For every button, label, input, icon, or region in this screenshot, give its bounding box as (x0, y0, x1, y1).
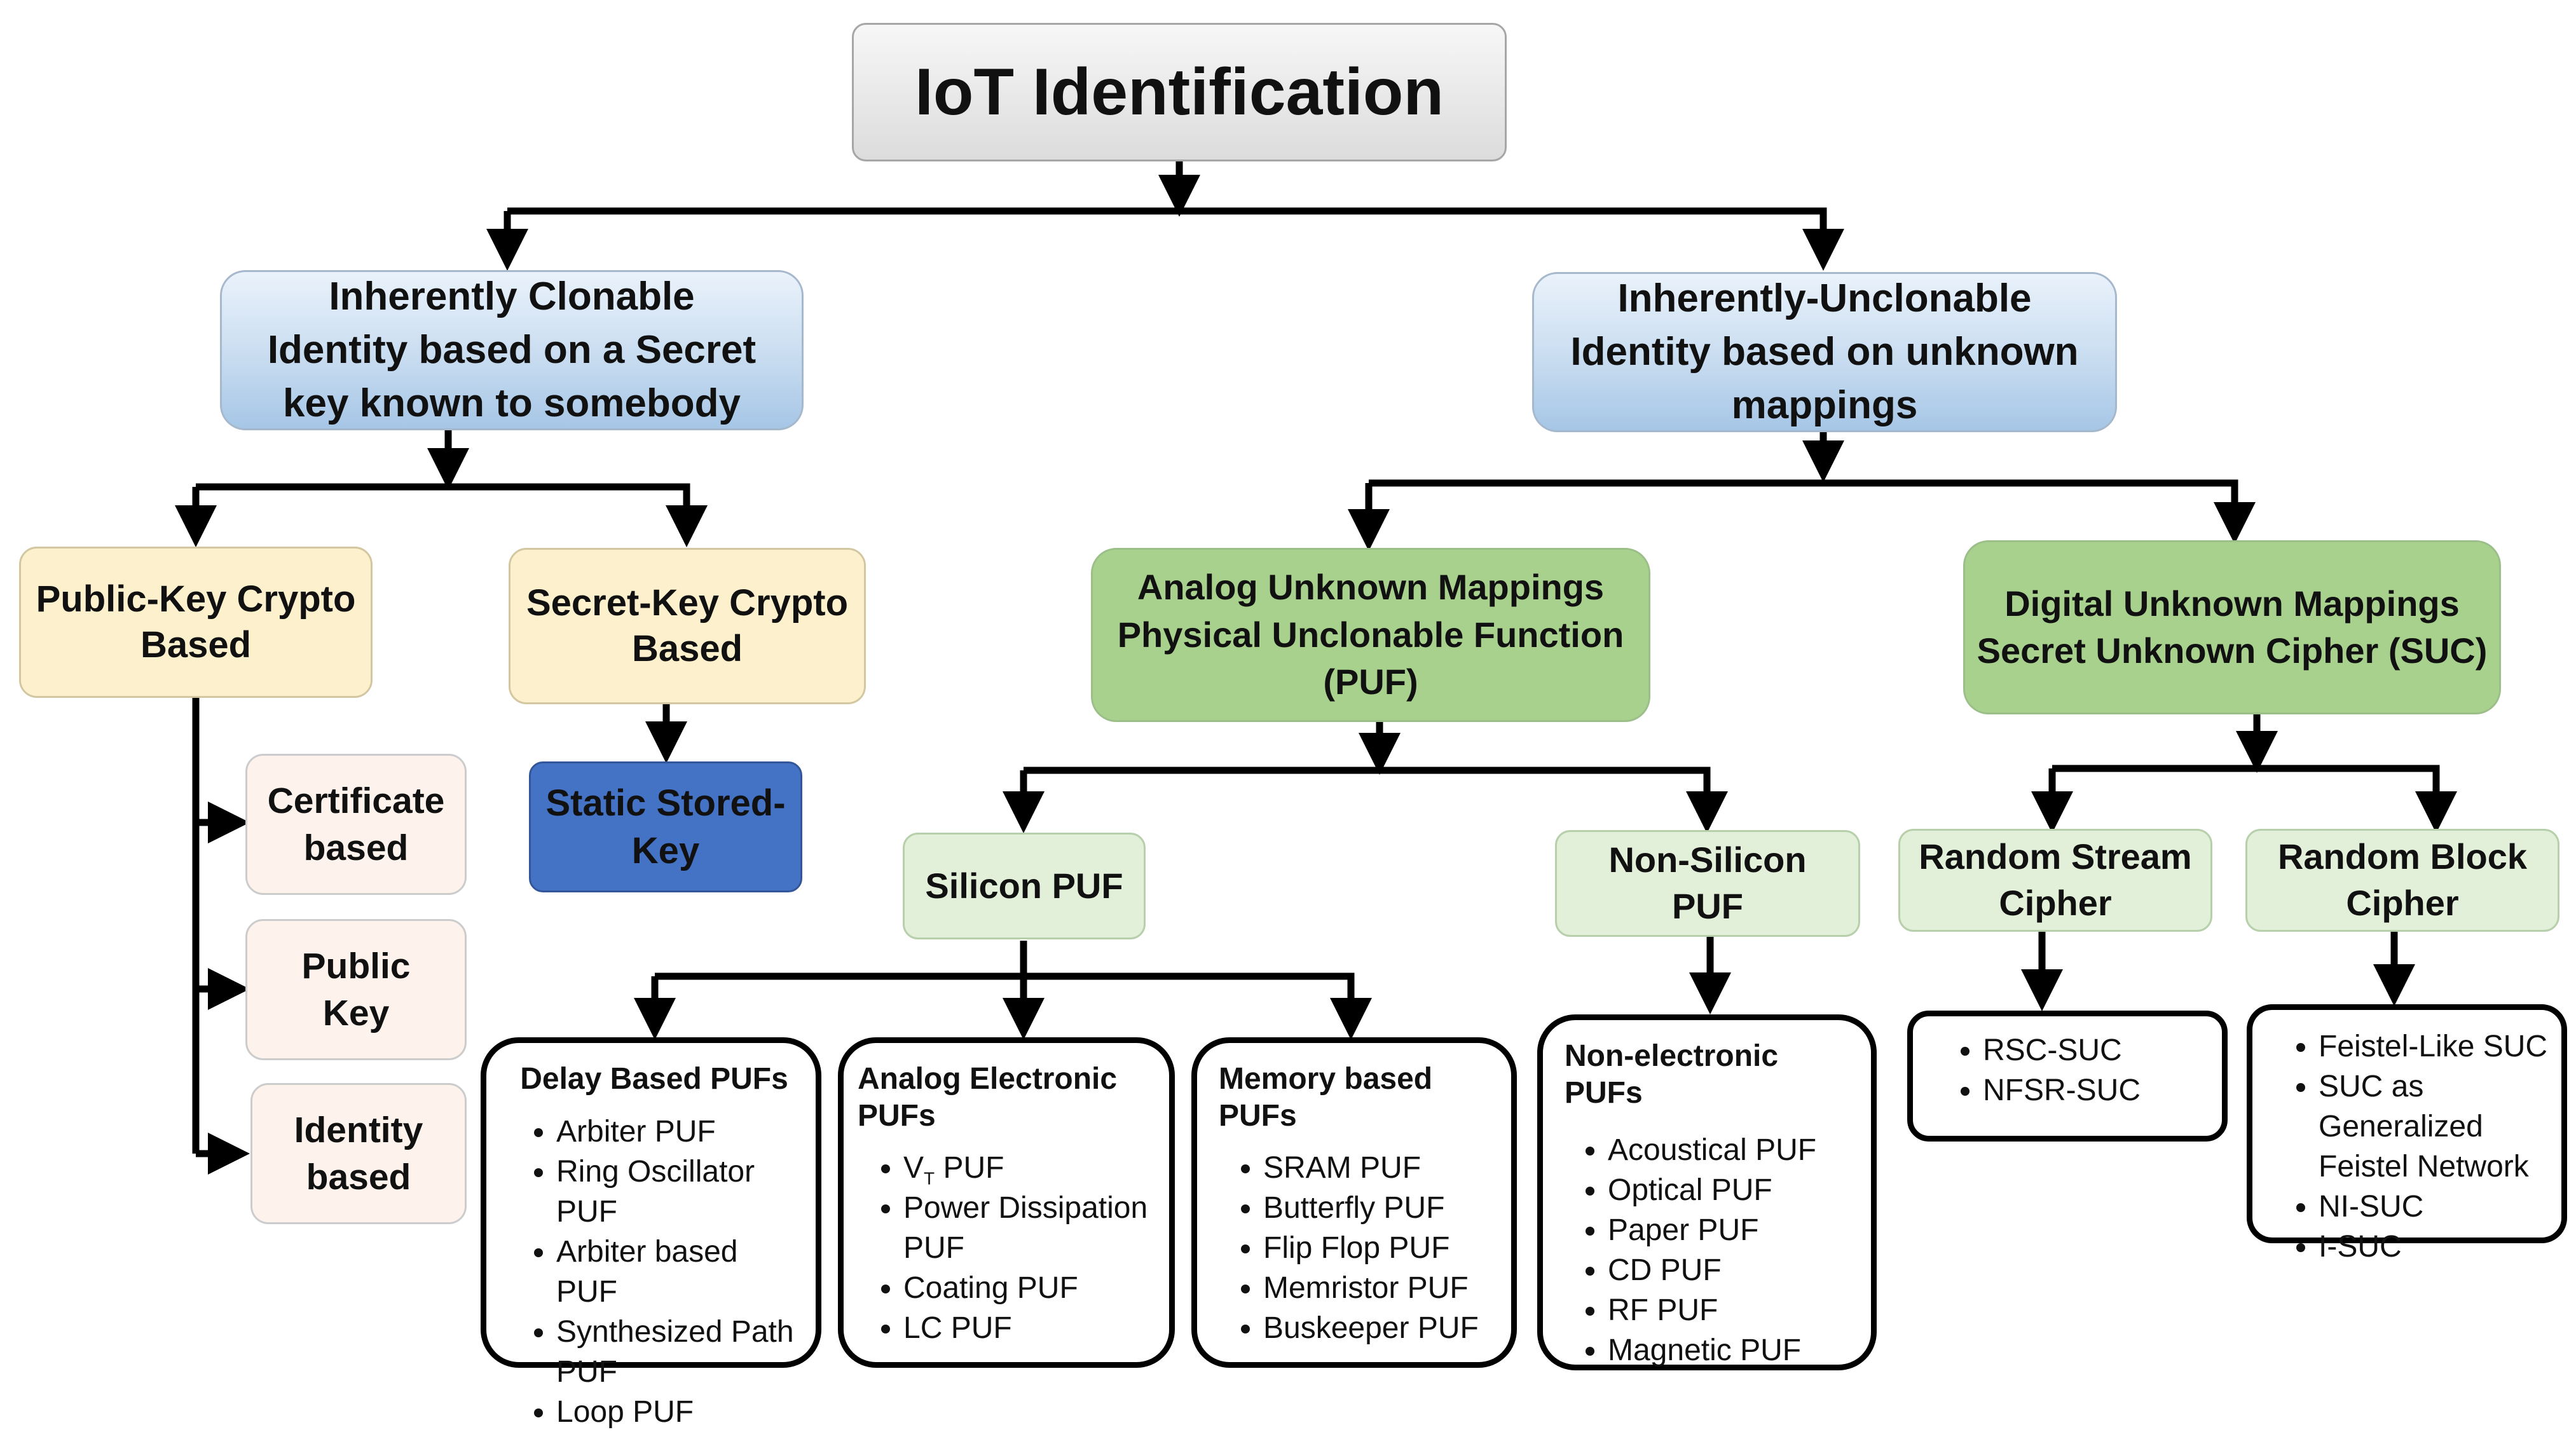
root-node: IoT Identification (852, 23, 1507, 161)
memory-pufs-list: SRAM PUF Butterfly PUF Flip Flop PUF Mem… (1219, 1148, 1498, 1348)
silicon-puf-label: Silicon PUF (925, 865, 1123, 906)
non-silicon-puf-label: Non-Silicon PUF (1608, 840, 1807, 926)
stream-list: RSC-SUC NFSR-SUC (1926, 1030, 2209, 1110)
silicon-puf-node: Silicon PUF (903, 833, 1146, 939)
nonelectronic-pufs-list: Acoustical PUF Optical PUF Paper PUF CD … (1565, 1130, 1858, 1370)
delay-pufs-title: Delay Based PUFs (520, 1062, 788, 1096)
vt-rest: PUF (935, 1151, 1004, 1185)
unclonable-label: Inherently-Unclonable Identity based on … (1570, 276, 2079, 428)
non-silicon-puf-node: Non-Silicon PUF (1555, 830, 1860, 937)
list-item: Arbiter PUF (556, 1112, 803, 1152)
list-item: Coating PUF (903, 1268, 1156, 1308)
list-item: Buskeeper PUF (1263, 1308, 1498, 1348)
list-item: Magnetic PUF (1608, 1330, 1858, 1370)
mappings-bar (1369, 479, 2256, 544)
public-key-label: Public Key (301, 945, 411, 1033)
list-item: Arbiter based PUF (556, 1232, 803, 1312)
analog-pufs-panel: Analog Electronic PUFs VT PUF Power Diss… (838, 1037, 1175, 1368)
list-item: RF PUF (1608, 1290, 1858, 1330)
list-item: Paper PUF (1608, 1210, 1858, 1250)
list-item: Synthesized Path PUF (556, 1312, 803, 1392)
block-list: Feistel-Like SUC SUC as Generalized Feis… (2259, 1026, 2559, 1267)
list-item: Butterfly PUF (1263, 1188, 1498, 1228)
public-key-crypto-node: Public-Key Crypto Based (19, 547, 373, 698)
identity-node: Identity based (250, 1083, 467, 1224)
list-item: NI-SUC (2319, 1187, 2559, 1227)
connector-lines (175, 161, 2457, 1175)
analog-mappings-node: Analog Unknown Mappings Physical Unclona… (1091, 548, 1650, 722)
memory-pufs-title: Memory based PUFs (1219, 1062, 1433, 1133)
public-key-node: Public Key (245, 919, 467, 1060)
analog-mappings-label: Analog Unknown Mappings Physical Unclona… (1117, 567, 1624, 702)
list-item: Optical PUF (1608, 1170, 1858, 1210)
list-item: Feistel-Like SUC (2319, 1026, 2559, 1067)
identity-label: Identity based (294, 1109, 423, 1197)
vt-subscript: T (924, 1168, 935, 1189)
list-item: Power Dissipation PUF (903, 1188, 1156, 1268)
list-item: CD PUF (1608, 1250, 1858, 1290)
list-item: Memristor PUF (1263, 1268, 1498, 1308)
list-item: Ring Oscillator PUF (556, 1152, 803, 1232)
list-item: SRAM PUF (1263, 1148, 1498, 1188)
digital-mappings-label: Digital Unknown Mappings Secret Unknown … (1977, 583, 2488, 671)
list-item: SUC as Generalized Feistel Network (2319, 1067, 2559, 1187)
list-item: Acoustical PUF (1608, 1130, 1858, 1170)
stream-list-panel: RSC-SUC NFSR-SUC (1907, 1011, 2228, 1142)
unclonable-node: Inherently-Unclonable Identity based on … (1532, 272, 2117, 432)
root-title: IoT Identification (915, 55, 1444, 129)
list-item: VT PUF (903, 1148, 1156, 1188)
random-stream-node: Random Stream Cipher (1898, 829, 2212, 932)
static-key-node: Static Stored- Key (529, 761, 802, 892)
analog-pufs-title: Analog Electronic PUFs (858, 1062, 1118, 1133)
block-list-panel: Feistel-Like SUC SUC as Generalized Feis… (2247, 1004, 2567, 1264)
static-key-label: Static Stored- Key (545, 782, 786, 871)
list-item: NFSR-SUC (1983, 1070, 2209, 1110)
list-item: Flip Flop PUF (1263, 1228, 1498, 1268)
list-item: LC PUF (903, 1308, 1156, 1348)
secret-key-crypto-label: Secret-Key Crypto Based (526, 582, 849, 670)
random-block-label: Random Block Cipher (2277, 836, 2528, 923)
certificate-label: Certificate based (267, 780, 445, 868)
analog-pufs-list: VT PUF Power Dissipation PUF Coating PUF… (858, 1148, 1156, 1348)
list-item: I-SUC (2319, 1227, 2559, 1267)
crypto-bar (196, 483, 708, 547)
list-item: RSC-SUC (1983, 1030, 2209, 1070)
clonable-label: Inherently Clonable Identity based on a … (267, 274, 757, 426)
digital-mappings-node: Digital Unknown Mappings Secret Unknown … (1963, 540, 2501, 714)
public-key-crypto-label: Public-Key Crypto Based (36, 578, 356, 666)
clonable-node: Inherently Clonable Identity based on a … (220, 270, 804, 430)
memory-pufs-panel: Memory based PUFs SRAM PUF Butterfly PUF… (1191, 1037, 1517, 1368)
digital-bar (2052, 765, 2457, 833)
delay-pufs-panel: Delay Based PUFs Arbiter PUF Ring Oscill… (481, 1037, 821, 1429)
list-item: Loop PUF (556, 1392, 803, 1432)
top-bar (504, 207, 1823, 264)
random-stream-label: Random Stream Cipher (1919, 836, 2192, 923)
analog-bar (1024, 767, 1728, 833)
silicon-bar (655, 972, 1372, 1040)
delay-pufs-list: Arbiter PUF Ring Oscillator PUF Arbiter … (505, 1112, 803, 1432)
secret-key-crypto-node: Secret-Key Crypto Based (509, 548, 866, 704)
certificate-node: Certificate based (245, 754, 467, 895)
random-block-node: Random Block Cipher (2245, 829, 2559, 932)
nonelectronic-pufs-panel: Non-electronic PUFs Acoustical PUF Optic… (1537, 1014, 1877, 1370)
nonelectronic-pufs-title: Non-electronic PUFs (1565, 1039, 1779, 1110)
vt-symbol: V (903, 1151, 924, 1185)
